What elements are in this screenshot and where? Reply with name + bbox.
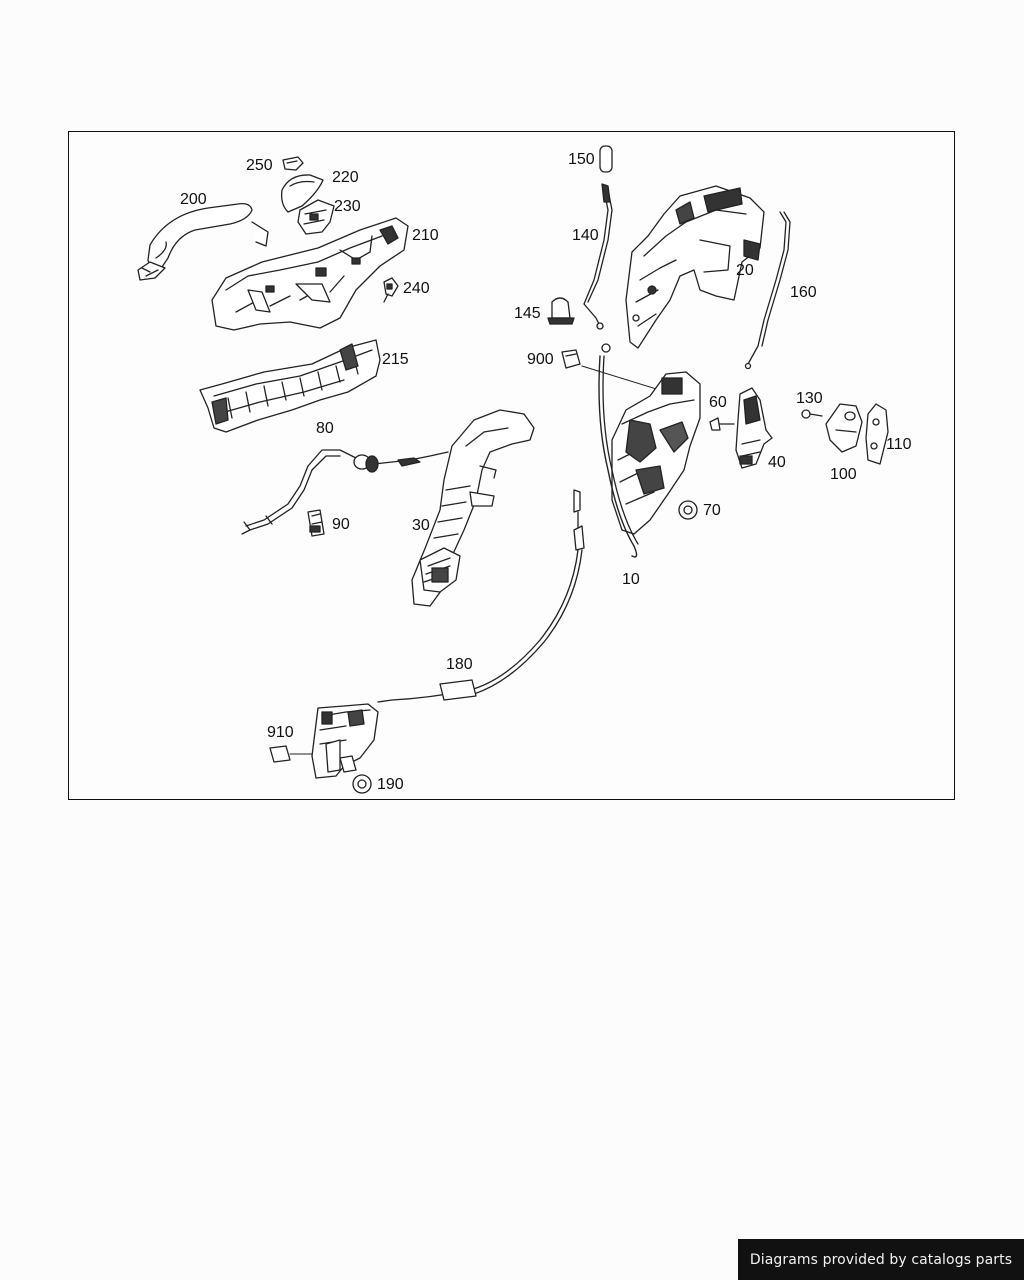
part-40-cover [735, 387, 773, 469]
part-80-cable [241, 449, 449, 535]
label-60: 60 [709, 394, 727, 411]
part-150-knob [599, 145, 613, 173]
label-110: 110 [886, 436, 912, 453]
part-145-bushing [547, 297, 575, 325]
credit-text: Diagrams provided by catalogs parts [749, 1251, 1013, 1268]
label-220: 220 [332, 169, 359, 186]
part-910-connector [269, 745, 317, 763]
label-150: 150 [568, 151, 595, 168]
part-110-plate [865, 403, 889, 465]
part-90-clip [307, 509, 325, 537]
part-200-handle [137, 202, 269, 281]
part-actuator [311, 703, 379, 779]
label-190: 190 [377, 776, 404, 793]
label-70: 70 [703, 502, 721, 519]
part-20-lock-cover [625, 185, 765, 349]
part-215-seal [199, 339, 381, 433]
label-20: 20 [736, 262, 754, 279]
label-210: 210 [412, 227, 439, 244]
label-90: 90 [332, 516, 350, 533]
part-210-carrier [211, 217, 409, 331]
part-70-grommet [678, 500, 698, 520]
label-230: 230 [334, 198, 361, 215]
part-190-grommet [352, 774, 372, 794]
label-30: 30 [412, 517, 430, 534]
label-145: 145 [514, 305, 541, 322]
part-160-rod [744, 211, 791, 370]
label-130: 130 [796, 390, 823, 407]
part-10-lock [598, 343, 701, 558]
part-250-clip [282, 156, 304, 171]
label-215: 215 [382, 351, 409, 368]
label-900: 900 [527, 351, 554, 368]
label-180: 180 [446, 656, 473, 673]
label-40: 40 [768, 454, 786, 471]
label-140: 140 [572, 227, 599, 244]
part-130-screw [801, 409, 823, 419]
part-220-cap [280, 174, 324, 213]
label-250: 250 [246, 157, 273, 174]
label-80: 80 [316, 420, 334, 437]
part-140-rod [583, 183, 613, 330]
label-200: 200 [180, 191, 207, 208]
part-900-connector [561, 349, 581, 369]
label-10: 10 [622, 571, 640, 588]
part-60-screw [709, 417, 735, 431]
part-100-striker [825, 403, 863, 453]
part-230-bracket [297, 199, 335, 235]
label-160: 160 [790, 284, 817, 301]
label-240: 240 [403, 280, 430, 297]
part-240-screw [383, 277, 399, 303]
credit-banner: Diagrams provided by catalogs parts [738, 1239, 1024, 1280]
part-30-inner-handle [411, 409, 535, 607]
diagram-frame [68, 131, 955, 800]
label-100: 100 [830, 466, 857, 483]
part-180-cable [377, 489, 585, 703]
label-910: 910 [267, 724, 294, 741]
